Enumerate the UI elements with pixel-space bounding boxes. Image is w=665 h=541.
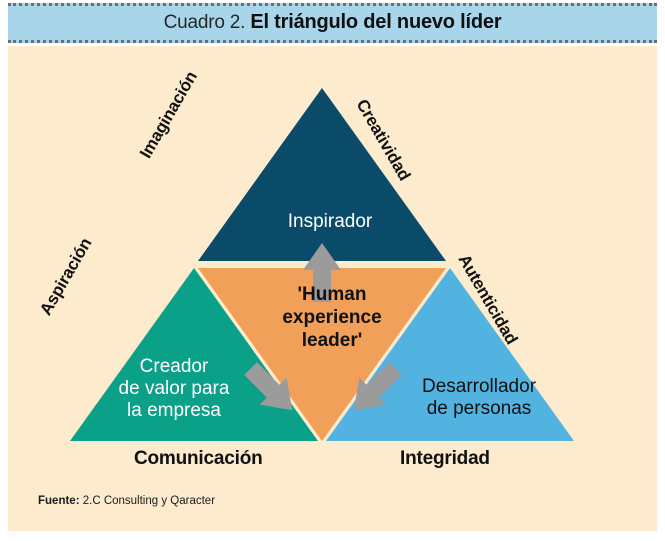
title-prefix: Cuadro 2. bbox=[163, 12, 251, 33]
base-label-integridad: Integridad bbox=[400, 448, 490, 469]
triangle-left-label: Creador de valor para la empresa bbox=[118, 356, 230, 421]
triangle-center-label: 'Human experience leader' bbox=[282, 284, 382, 352]
triangle-top-label: Inspirador bbox=[287, 211, 373, 232]
triangle-right-desarrollador bbox=[326, 268, 574, 441]
source-label: Fuente: bbox=[38, 495, 80, 507]
triangle-right-label: Desarrollador de personas bbox=[421, 376, 537, 419]
title-main: El triángulo del nuevo líder bbox=[250, 11, 502, 33]
diagram-stage: Inspirador Creador de valor para la empr… bbox=[8, 46, 657, 531]
source-value: 2.C Consulting y Qaracter bbox=[79, 495, 216, 507]
page-title: Cuadro 2. El triángulo del nuevo líder bbox=[164, 12, 502, 34]
triangle-top-inspirador bbox=[198, 88, 446, 261]
triangle-left-creador bbox=[70, 268, 318, 441]
base-label-comunicacion: Comunicación bbox=[134, 448, 263, 469]
triangle-center-human-experience-leader bbox=[198, 268, 446, 441]
figure-header-band: Cuadro 2. El triángulo del nuevo líder bbox=[8, 3, 657, 43]
triangle-diagram-svg bbox=[70, 88, 574, 441]
source-note: Fuente: 2.C Consulting y Qaracter bbox=[38, 495, 215, 507]
figure-body-panel: Inspirador Creador de valor para la empr… bbox=[8, 46, 657, 531]
arrow-down-left-icon bbox=[244, 362, 293, 411]
arrow-up-icon bbox=[303, 243, 341, 302]
arrow-down-right-icon bbox=[353, 362, 402, 411]
